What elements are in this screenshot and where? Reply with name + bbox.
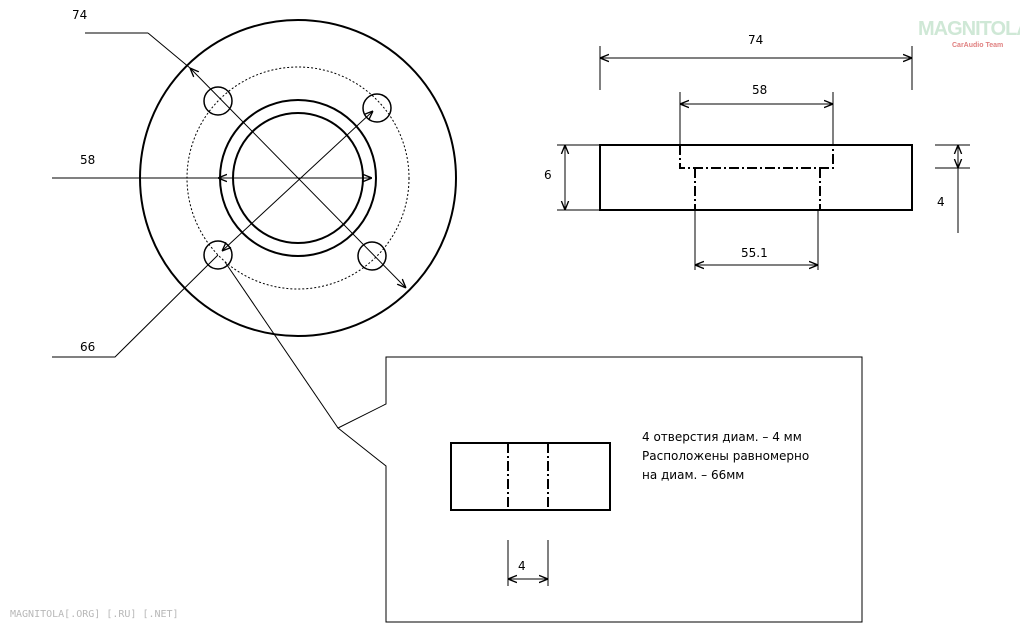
side-body — [599, 144, 913, 211]
dim-line-66 — [222, 111, 373, 251]
detail-callout — [337, 356, 863, 623]
leader-66 — [52, 254, 219, 358]
note-line: 4 отверстия диам. – 4 мм — [642, 430, 802, 444]
note-line: Расположены равномерно — [642, 449, 810, 463]
side-view — [557, 46, 970, 270]
hole-section — [450, 442, 611, 511]
watermark-logo: MAGNITOLA — [918, 18, 1020, 40]
callout-frame — [337, 356, 863, 623]
note-line: на диам. – 66мм — [642, 468, 745, 482]
watermark-footer: MAGNITOLA[.ORG] [.RU] [.NET] — [10, 609, 179, 620]
recess-hidden — [679, 144, 834, 169]
label-58: 58 — [80, 153, 96, 167]
detail-label-4: 4 — [518, 559, 526, 573]
side-label-6: 6 — [544, 168, 552, 182]
side-label-74: 74 — [748, 33, 764, 47]
label-66: 66 — [80, 340, 96, 354]
label-74: 74 — [72, 8, 88, 22]
hole — [357, 241, 387, 271]
leader-74 — [147, 32, 191, 69]
front-view — [52, 19, 457, 429]
side-label-4: 4 — [937, 195, 945, 209]
side-label-55-1: 55.1 — [741, 246, 768, 260]
side-label-58: 58 — [752, 83, 768, 97]
detail-leader — [224, 261, 339, 429]
hole — [362, 93, 392, 123]
watermark-logo-sub: CarAudio Team — [952, 42, 1004, 49]
